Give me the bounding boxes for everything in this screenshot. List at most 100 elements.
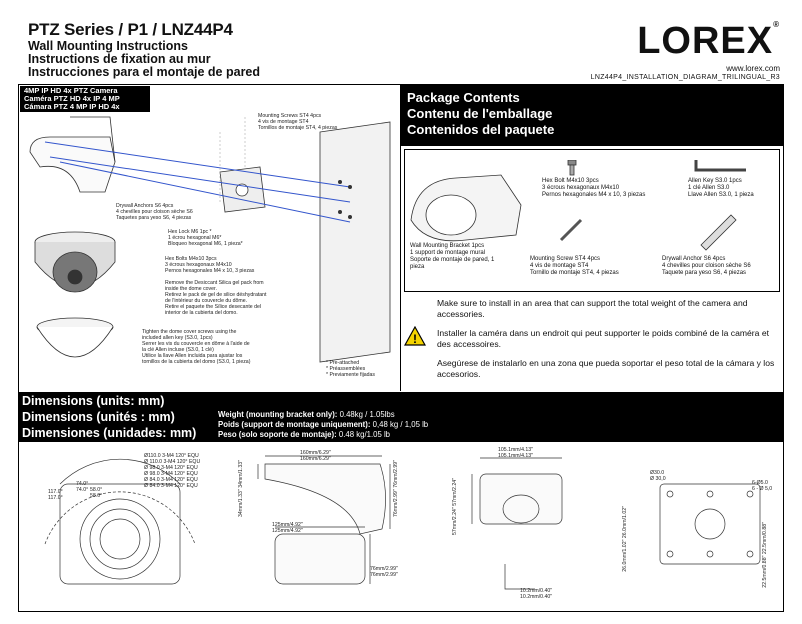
pkg-line: Llave Allen S3.0, 1 pieza bbox=[688, 192, 754, 198]
plate-hole-dim: 6-Ø5.0 6 - Ø 5,0 bbox=[752, 480, 772, 492]
dim-label: Ø30.0 bbox=[650, 470, 665, 476]
plate-right-dim: 22.5mm/0.88" 22.5mm/0.88" bbox=[762, 522, 768, 588]
front-height-dim: 57mm/2.24" 57mm/2.24" bbox=[452, 478, 458, 535]
vertical-divider bbox=[400, 85, 401, 391]
pkg-allen-key-text: Allen Key S3.0 1pcs 1 clé Allen S3.0 Lla… bbox=[688, 178, 754, 199]
bottom-width-dim: 125mm/4.92" 125mm/4.92" bbox=[272, 522, 303, 534]
subtitle-es: Instrucciones para el montaje de pared bbox=[28, 65, 261, 79]
page-frame bbox=[18, 84, 784, 612]
warning-es: Asegúrese de instalarlo en una zona que … bbox=[437, 358, 775, 379]
dome-arc bbox=[59, 458, 181, 485]
angle-label: 58.0° bbox=[90, 487, 103, 493]
dim-label: 57mm/2.24" bbox=[452, 507, 458, 536]
dim-label: 160mm/6.29" bbox=[300, 456, 331, 462]
callout-mounting-screws: Mounting Screws ST4 4pcs 4 vis de montag… bbox=[258, 113, 337, 131]
lorex-logo: LOREX® bbox=[637, 20, 780, 62]
screw-icon bbox=[559, 218, 583, 242]
package-heading-es: Contenidos del paquete bbox=[407, 122, 555, 137]
svg-text:!: ! bbox=[413, 332, 417, 346]
pkg-bracket-text: Wall Mounting Bracket 1pcs 1 support de … bbox=[410, 243, 494, 271]
warning-fr: Installer la caméra dans un endroit qui … bbox=[437, 328, 770, 349]
pkg-line: Tornillo de montaje ST4, 4 piezas bbox=[530, 270, 619, 276]
dim-label: Ø 110.0 3-M4 120° EQU bbox=[144, 459, 201, 465]
callout-line: 4 vis de montage ST4 bbox=[258, 119, 309, 125]
camera-label-es: Cámara PTZ 4 MP IP HD 4x bbox=[24, 102, 120, 111]
subtitle-block: Wall Mounting Instructions Instructions … bbox=[28, 40, 260, 79]
callout-line: Tornillos de montaje ST4, 4 piezas bbox=[258, 125, 338, 131]
angle-label: 117.0° bbox=[48, 489, 63, 495]
dim-label: 34mm/1.33" bbox=[238, 489, 244, 518]
dim-heading-fr: Dimensions (unités : mm) bbox=[22, 410, 175, 424]
callout-line: Retire el paquete the Sílice desecante d… bbox=[165, 304, 262, 310]
callout-line: Drywall Anchors S6 4pcs bbox=[116, 203, 174, 209]
alignment-lines bbox=[44, 141, 351, 223]
angle-label: 58.0° bbox=[90, 493, 103, 499]
side-top-dim: 160mm/6.29" 160mm/6.29" bbox=[300, 450, 331, 462]
callout-line: interior de la cubierta del domo. bbox=[165, 310, 238, 316]
front-width-dim: 105.1mm/4.13" 105.1mm/4.13" bbox=[498, 447, 533, 459]
dim-heading-en: Dimensions (units: mm) bbox=[22, 394, 165, 408]
dim-label: Ø 98.0 3-M4 120° EQU bbox=[144, 465, 198, 471]
pkg-line: Hex Bolt M4x10 3pcs bbox=[542, 178, 599, 184]
note-line: * Previamente fijadas bbox=[326, 372, 376, 378]
dim-label: 57mm/2.24" bbox=[452, 478, 458, 506]
pkg-line: Soporte de montaje de pared, 1 bbox=[410, 257, 495, 263]
pkg-screw-text: Mounting Screw ST4 4pcs 4 vis de montage… bbox=[530, 256, 619, 277]
pre-attached-note: * Pre-attached * Préassemblées * Previam… bbox=[326, 360, 375, 378]
callout-drywall-anchors: Drywall Anchors S6 4pcs 4 chevilles pour… bbox=[116, 203, 193, 221]
weight-fr-label: Poids (support de montage uniquement): bbox=[218, 420, 371, 429]
package-heading-fr: Contenu de l'emballage bbox=[407, 106, 553, 121]
dim-label: 125mm/4.92" bbox=[272, 522, 303, 528]
pkg-line: Drywall Anchor S6 4pcs bbox=[662, 256, 726, 262]
dimension-drawings bbox=[44, 455, 761, 590]
bracket-front bbox=[479, 473, 563, 525]
dim-label: Ø110.0 3-M4 120° EQU bbox=[144, 453, 199, 459]
dim-label: 6 - Ø 5,0 bbox=[752, 486, 773, 492]
callout-line: Bloqueo hexagonal M6, 1 pieza* bbox=[168, 241, 243, 247]
dim-label: 160mm/6.29" bbox=[300, 450, 331, 456]
dim-label: 26.0mm/1.02" bbox=[622, 506, 628, 539]
dim-label: 125mm/4.92" bbox=[272, 528, 303, 534]
pkg-anchor-text: Drywall Anchor S6 4pcs 4 chevilles pour … bbox=[662, 256, 751, 277]
pkg-line: 1 support de montage mural bbox=[410, 250, 486, 256]
angle-labels-mid: 74.0° 74.0° bbox=[76, 481, 88, 493]
callout-line: inside the dome cover. bbox=[165, 286, 217, 292]
dim-label: Ø 30,0 bbox=[650, 476, 666, 482]
weight-info: Weight (mounting bracket only): 0.48kg /… bbox=[218, 410, 428, 440]
callout-line: Tighten the dome cover screws using the bbox=[142, 329, 237, 335]
weight-es-value: 0.48 kg/1.05 lb bbox=[336, 430, 391, 439]
callout-line: Pernos hexagonales M4 x 10, 3 piezas bbox=[165, 268, 255, 274]
callout-line: Mounting Screws ST4 4pcs bbox=[258, 113, 322, 119]
callout-line: included allen key (S3.0, 1pcs) bbox=[142, 335, 213, 341]
plate-left-dim: 26.0mm/1.02" 26.0mm/1.02" bbox=[622, 506, 628, 572]
callout-line: la clé Allen incluse (S3.0, 1 clé) bbox=[142, 347, 214, 353]
callout-desiccant: Remove the Desiccant Silica gel pack fro… bbox=[165, 280, 267, 316]
callout-hex-lock: Hex Lock M6 1pc * 1 écrou hexagonal M6* … bbox=[168, 229, 243, 247]
callout-line: Retirez le pack de gel de silice déshydr… bbox=[165, 292, 267, 298]
dim-label: 10.2mm/0.40" bbox=[520, 588, 553, 594]
dim-label: 22.5mm/0.88" bbox=[762, 522, 768, 555]
callout-line: de l'intérieur du couvercle du dôme. bbox=[165, 298, 248, 304]
anchor-icon bbox=[700, 214, 737, 251]
dim-label: 10.2mm/0.40" bbox=[520, 594, 553, 600]
angle-label: 117.0° bbox=[48, 495, 63, 501]
subtitle-en: Wall Mounting Instructions bbox=[28, 39, 188, 53]
dim-label: 105.1mm/4.13" bbox=[498, 453, 534, 459]
logo-text: LOREX bbox=[637, 20, 774, 62]
angle-label: 74.0° bbox=[76, 487, 89, 493]
pkg-line: 4 vis de montage ST4 bbox=[530, 263, 589, 269]
dim-label: 34mm/1.33" bbox=[238, 460, 244, 488]
callout-line: Hex Lock M6 1pc * bbox=[168, 229, 212, 235]
pkg-line: Taquete para yeso S6, 4 piezas bbox=[662, 270, 747, 276]
weight-fr-value: 0,48 kg / 1,05 lb bbox=[370, 420, 429, 429]
dim-label: 6-Ø5.0 bbox=[752, 480, 768, 486]
weight-en-value: 0.48kg / 1.05lbs bbox=[337, 410, 395, 419]
camera-label-fr: Caméra PTZ HD 4x IP 4 MP bbox=[24, 94, 120, 103]
allen-key-icon bbox=[694, 160, 746, 172]
pkg-line: 3 écrous hexagonaux M4x10 bbox=[542, 185, 620, 191]
package-contents-header: Package Contents Contenu de l'emballage … bbox=[401, 85, 783, 146]
front-depth-dim: 10.2mm/0.40" 10.2mm/0.40" bbox=[520, 588, 552, 600]
dim-label: 76mm/2.99" bbox=[370, 572, 398, 578]
dim-label: 26.0mm/1.02" bbox=[622, 539, 628, 572]
callout-line: Utilice la llave Allen incluida para aju… bbox=[142, 353, 243, 359]
